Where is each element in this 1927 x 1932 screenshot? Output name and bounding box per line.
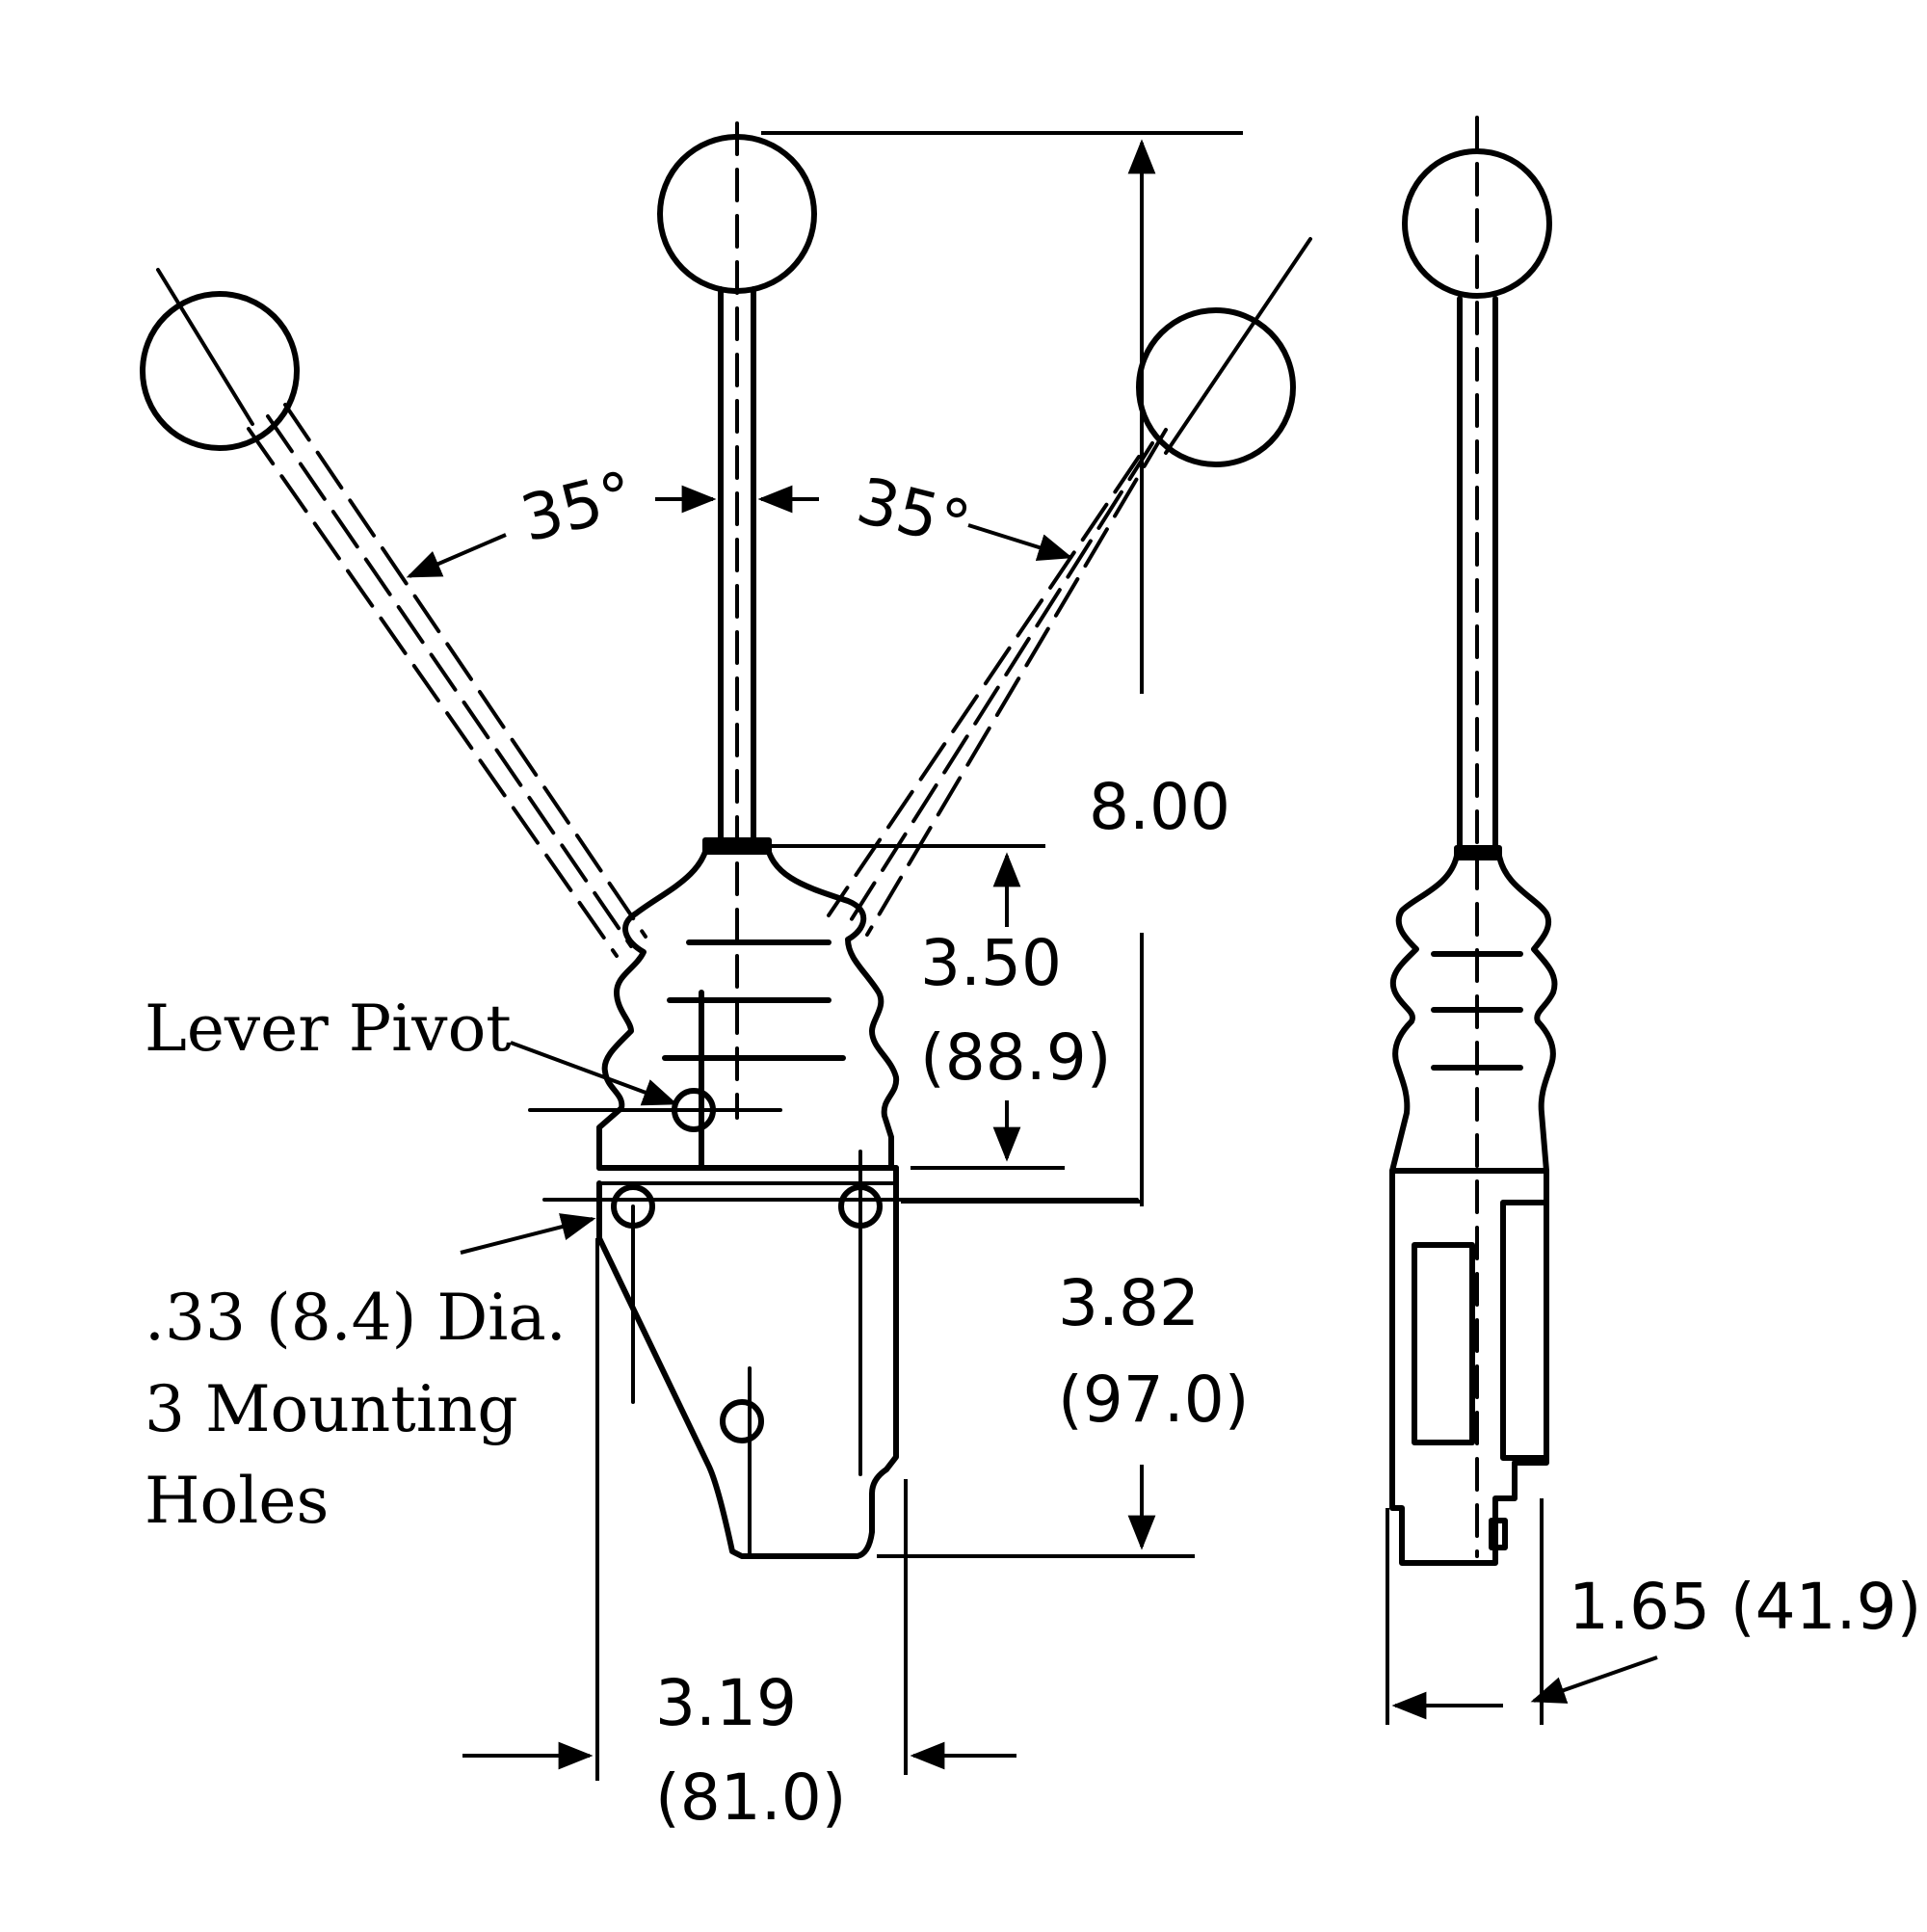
base-width-in-label: 3.19 [655,1666,797,1740]
angle-right-label: 35° [850,463,977,563]
side-dimension-lines [1386,1498,1658,1725]
base-height-mm-label: (97.0) [1058,1363,1249,1437]
lever-pivot-label: Lever Pivot [145,992,512,1066]
side-boot-outline [1389,853,1558,1174]
mounting-holes-line1: .33 (8.4) Dia. [145,1281,567,1355]
side-boot-ribs [1431,951,1523,1071]
boot-ribs [662,940,846,1171]
boot-height-mm-label: (88.9) [920,1020,1111,1095]
mounting-holes-line3: Holes [145,1464,329,1538]
side-nub [1489,1518,1508,1550]
side-width-label: 1.65 (41.9) [1569,1570,1921,1644]
left-tilted-knob [140,291,300,451]
base-height-in-label: 3.82 [1058,1266,1200,1340]
side-collar [1454,845,1502,860]
boot-collar [702,837,772,855]
overall-height-label: 8.00 [1089,770,1230,844]
base-width-mm-label: (81.0) [655,1760,846,1835]
left-tilted-centerline [156,268,254,426]
boot-outline [596,837,900,1171]
front-view [140,121,1312,1559]
angle-left-label: 35° [514,458,641,557]
mounting-hole-bottom [720,1399,764,1443]
base-housing-outline [596,1165,899,1559]
right-tilted-knob [1136,307,1296,467]
dimension-lines [406,131,1243,1781]
side-view [1389,116,1558,1566]
left-tilted-lever [247,403,647,958]
side-base-slot [1500,1200,1549,1461]
right-tilted-centerline [1164,237,1312,455]
side-base-window [1412,1242,1475,1445]
mounting-holes-line2: 3 Mounting [145,1372,518,1446]
side-knob [1402,148,1552,299]
boot-height-in-label: 3.50 [920,926,1062,1000]
